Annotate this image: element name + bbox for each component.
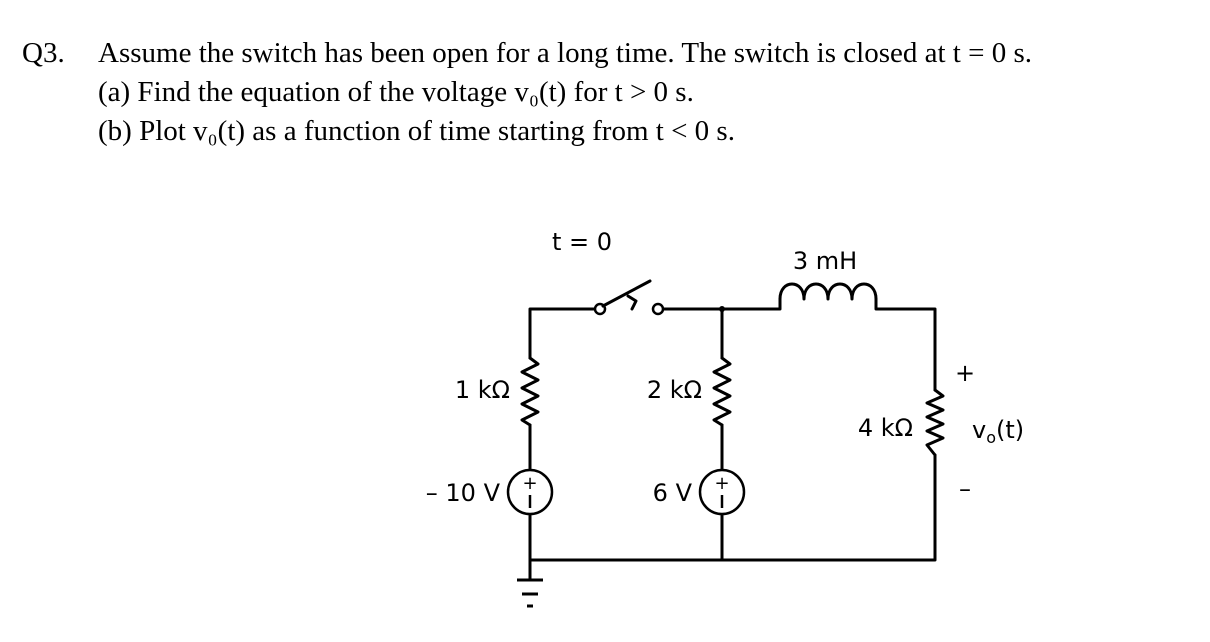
resistor-4k-label: 4 kΩ (858, 414, 913, 442)
source-middle-plus: + (714, 473, 729, 494)
ground-symbol (517, 578, 543, 608)
source-middle-label: 6 V (653, 479, 693, 507)
output-plus-sign: + (955, 359, 975, 387)
resistor-1k-symbol (520, 356, 540, 427)
source-left-label: – 10 V (426, 479, 501, 507)
resistor-2k-symbol (712, 356, 732, 427)
junction-node (719, 306, 725, 312)
question-number: Q3. (22, 37, 65, 69)
output-voltage-label: vo(t) (972, 416, 1024, 447)
question-part-a: (a) Find the equation of the voltage v₀(… (98, 76, 694, 108)
resistor-2k-label: 2 kΩ (647, 376, 702, 404)
output-minus-sign: – (959, 475, 971, 503)
resistor-1k-label: 1 kΩ (455, 376, 510, 404)
wire-inductor-right (874, 297, 937, 392)
source-left-plus: + (522, 473, 537, 494)
wire-to-inductor (720, 297, 782, 311)
wire-top-left (528, 307, 599, 360)
switch (593, 279, 665, 316)
problem-statement: Q3. Assume the switch has been open for … (0, 0, 1210, 170)
wire-right-bottom (528, 453, 937, 562)
inductor-symbol (778, 282, 878, 301)
resistor-4k-symbol (925, 388, 945, 457)
voltage-source-middle: + (698, 468, 746, 516)
question-part-b: (b) Plot v₀(t) as a function of time sta… (98, 115, 735, 147)
voltage-source-left: + (506, 468, 554, 516)
circuit-wires (528, 297, 937, 582)
inductor-label: 3 mH (793, 247, 857, 275)
question-line-1: Assume the switch has been open for a lo… (98, 37, 1032, 69)
switch-label: t = 0 (552, 228, 612, 256)
